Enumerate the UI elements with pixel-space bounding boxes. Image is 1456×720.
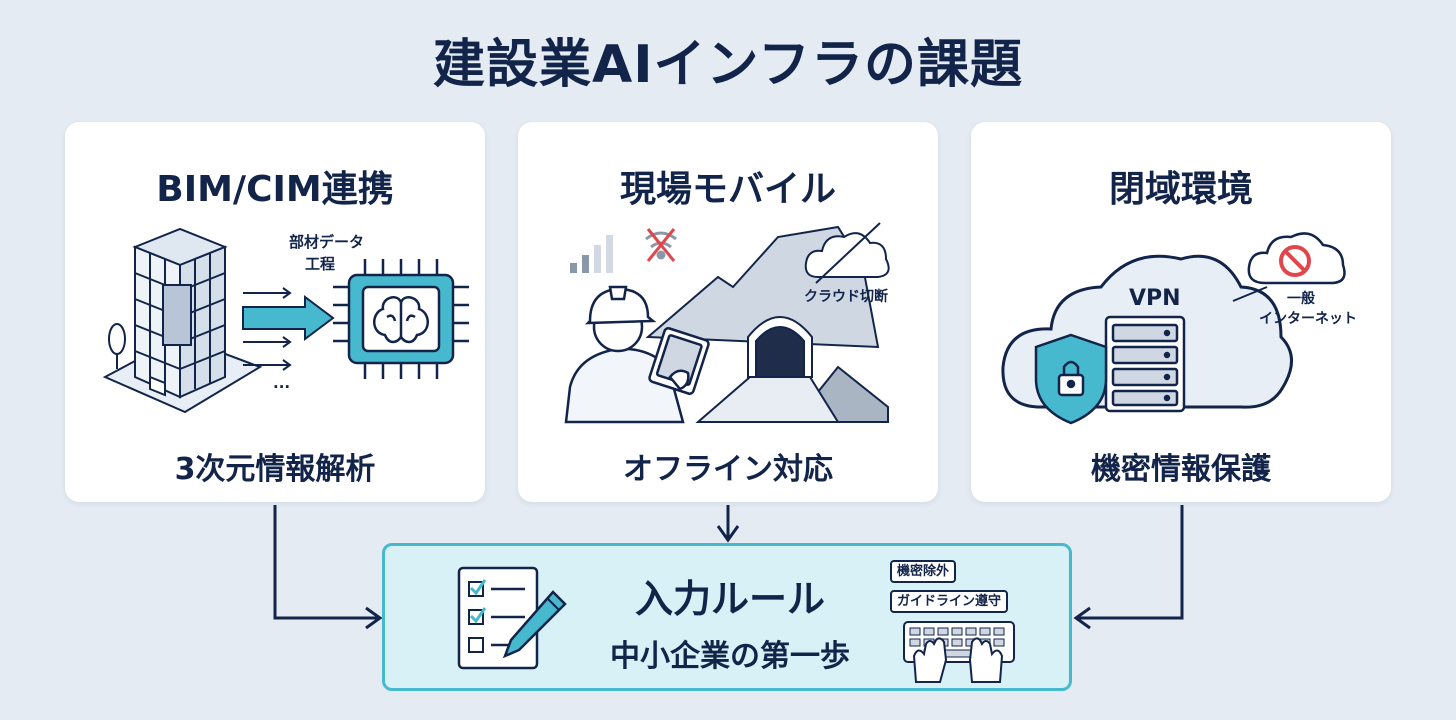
signal-bars-icon <box>570 235 613 273</box>
label-vpn: VPN <box>1129 286 1181 311</box>
label-internet-line2: インターネット <box>1259 311 1357 327</box>
page-title: 建設業AIインフラの課題 <box>432 35 1024 95</box>
worker-with-tablet-icon <box>564 285 710 424</box>
tree-icon <box>108 323 126 369</box>
card-caption-closed-network: 機密情報保護 <box>1091 452 1271 487</box>
building-to-ai-illustration: 部材データ 工程 ... <box>102 227 469 414</box>
label-dots: ... <box>273 374 290 392</box>
card-bim-cim: BIM/CIM連携 部材データ 工程 <box>65 122 485 502</box>
connector-right <box>1078 505 1184 620</box>
tag-guideline-compliance: ガイドライン遵守 <box>890 590 1009 613</box>
server-rack-icon <box>1104 315 1186 413</box>
card-field-mobile: 現場モバイル クラウド切断 <box>518 122 938 502</box>
keyboard-typing-icon <box>903 621 1015 683</box>
connector-left <box>273 505 378 620</box>
connector-left-arrowhead <box>365 606 383 630</box>
connector-right-arrowhead <box>1073 606 1091 630</box>
card-title-bim-cim: BIM/CIM連携 <box>156 169 394 210</box>
label-cloud-disconnected: クラウド切断 <box>804 288 888 305</box>
checklist-pen-icon <box>457 566 567 670</box>
big-arrow-icon <box>242 295 335 341</box>
tag-confidential-exclusion: 機密除外 <box>890 560 957 583</box>
label-material-data: 部材データ <box>289 233 364 251</box>
blocked-internet-icon <box>1232 232 1346 302</box>
data-arrows <box>243 287 292 371</box>
label-process: 工程 <box>305 255 335 273</box>
cloud-disconnected-icon <box>804 222 890 284</box>
field-offline-illustration: クラウド切断 <box>564 222 890 424</box>
ai-chip-icon <box>333 259 469 379</box>
connector-center-arrowhead <box>716 525 740 543</box>
closed-network-illustration: VPN 一般 インターネット <box>1001 232 1357 425</box>
input-rules-title: 入力ルール <box>634 577 825 621</box>
card-caption-field-mobile: オフライン対応 <box>623 452 833 487</box>
input-rules-subtitle: 中小企業の第一歩 <box>610 639 850 674</box>
building-icon <box>102 227 263 414</box>
shield-lock-icon <box>1034 333 1108 425</box>
card-title-field-mobile: 現場モバイル <box>619 169 836 210</box>
no-wifi-icon <box>645 228 677 262</box>
card-closed-network: 閉域環境 VPN 一般 イ <box>971 122 1391 502</box>
label-internet-line1: 一般 <box>1287 290 1315 307</box>
card-caption-bim-cim: 3次元情報解析 <box>174 452 376 487</box>
card-title-closed-network: 閉域環境 <box>1108 169 1253 210</box>
input-rules-panel: 入力ルール 中小企業の第一歩 機密除外 ガイドライン遵守 <box>382 543 1072 691</box>
